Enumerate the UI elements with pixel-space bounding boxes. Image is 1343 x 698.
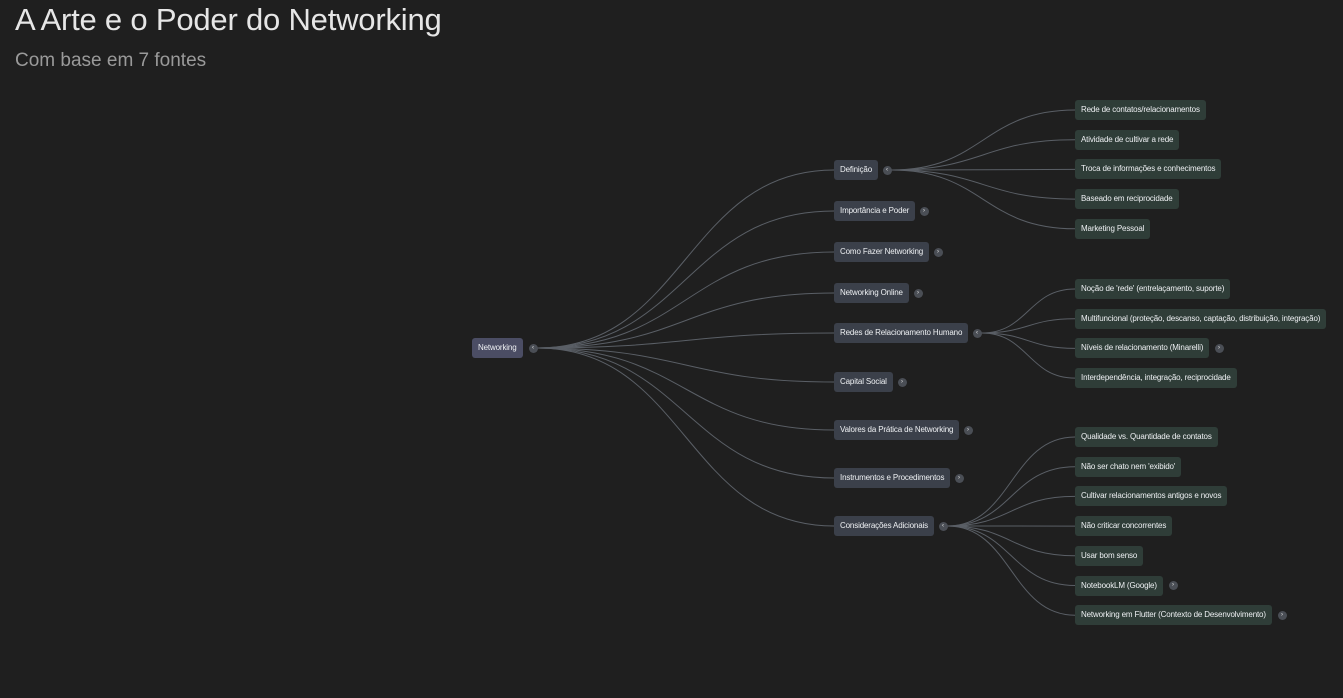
connector-redes-de-relacionamento-humano-to-multifuncional-protecao-descanso-captacao-distribuicao-integracao [981, 318, 1076, 334]
branch-node-importancia-e-poder[interactable]: Importância e Poder [834, 201, 916, 221]
branch-node-instrumentos-e-procedimentos[interactable]: Instrumentos e Procedimentos [834, 468, 951, 488]
branch-node-capital-social[interactable]: Capital Social [834, 372, 893, 392]
leaf-node-notebooklm-google[interactable]: NotebookLM (Google) [1075, 575, 1163, 596]
branch-node-definicao[interactable]: Definição [834, 160, 879, 180]
connector-root-to-networking-online [537, 292, 835, 349]
leaf-node-baseado-em-reciprocidade[interactable]: Baseado em reciprocidade [1075, 189, 1179, 210]
expand-toggle-icon[interactable]: › [933, 247, 943, 257]
connector-consideracoes-adicionais-to-nao-ser-chato-nem-exibido [947, 466, 1076, 527]
connector-redes-de-relacionamento-humano-to-niveis-de-relacionamento-minarelli [981, 332, 1076, 349]
collapse-toggle-icon[interactable]: ‹ [528, 343, 538, 353]
collapse-toggle-icon[interactable]: ‹ [972, 328, 982, 338]
connector-definicao-to-atividade-de-cultivar-a-rede [891, 139, 1076, 171]
connector-root-to-instrumentos-e-procedimentos [537, 347, 835, 479]
expand-toggle-icon[interactable]: › [1277, 610, 1287, 620]
connector-consideracoes-adicionais-to-usar-bom-senso [947, 525, 1076, 557]
leaf-node-cultivar-relacionamentos-antigos-e-novos[interactable]: Cultivar relacionamentos antigos e novos [1075, 486, 1228, 507]
expand-toggle-icon[interactable]: › [954, 473, 964, 483]
connector-definicao-to-rede-de-contatos-relacionamentos [891, 109, 1076, 171]
leaf-node-usar-bom-senso[interactable]: Usar bom senso [1075, 545, 1144, 566]
connector-definicao-to-baseado-em-reciprocidade [891, 169, 1076, 200]
leaf-node-nao-criticar-concorrentes[interactable]: Não criticar concorrentes [1075, 516, 1173, 537]
leaf-node-multifuncional-protecao-descanso-captacao-distribuicao-integracao[interactable]: Multifuncional (proteção, descanso, capt… [1075, 308, 1327, 329]
connector-root-to-valores-da-pratica-de-networking [537, 347, 835, 431]
collapse-toggle-icon[interactable]: ‹ [938, 521, 948, 531]
expand-toggle-icon[interactable]: › [963, 425, 973, 435]
leaf-node-interdependencia-integracao-reciprocidade[interactable]: Interdependência, integração, reciprocid… [1075, 368, 1237, 389]
connector-root-to-redes-de-relacionamento-humano [537, 332, 835, 349]
connector-root-to-como-fazer-networking [537, 251, 835, 349]
connector-consideracoes-adicionais-to-cultivar-relacionamentos-antigos-e-novos [947, 495, 1076, 527]
leaf-node-networking-em-flutter-contexto-de-desenvolvimento[interactable]: Networking em Flutter (Contexto de Desen… [1075, 605, 1272, 626]
connector-root-to-consideracoes-adicionais [537, 347, 835, 527]
connector-root-to-importancia-e-poder [537, 210, 835, 349]
expand-toggle-icon[interactable]: › [1168, 581, 1178, 590]
branch-node-redes-de-relacionamento-humano[interactable]: Redes de Relacionamento Humano [834, 323, 969, 343]
collapse-toggle-icon[interactable]: ‹ [882, 165, 892, 175]
leaf-node-nocao-de-rede-entrelacamento-suporte[interactable]: Noção de 'rede' (entrelaçamento, suporte… [1075, 279, 1231, 299]
leaf-node-nao-ser-chato-nem-exibido[interactable]: Não ser chato nem 'exibido' [1075, 456, 1182, 477]
connector-redes-de-relacionamento-humano-to-nocao-de-rede-entrelacamento-suporte [981, 288, 1076, 334]
expand-toggle-icon[interactable]: › [897, 377, 907, 387]
connector-consideracoes-adicionais-to-notebooklm-google [947, 525, 1076, 586]
root-node-networking[interactable]: Networking [472, 338, 523, 358]
connector-root-to-definicao [537, 169, 835, 349]
leaf-node-qualidade-vs-quantidade-de-contatos[interactable]: Qualidade vs. Quantidade de contatos [1075, 427, 1218, 447]
leaf-node-troca-de-informacoes-e-conhecimentos[interactable]: Troca de informações e conhecimentos [1075, 159, 1222, 180]
connector-consideracoes-adicionais-to-networking-em-flutter-contexto-de-desenvolvimento [947, 525, 1076, 616]
expand-toggle-icon[interactable]: › [919, 206, 929, 216]
connector-redes-de-relacionamento-humano-to-interdependencia-integracao-reciprocidade [981, 332, 1076, 379]
connector-root-to-capital-social [537, 347, 835, 383]
page-title: A Arte e o Poder do Networking [15, 2, 442, 37]
branch-node-networking-online[interactable]: Networking Online [834, 283, 909, 303]
branch-node-como-fazer-networking[interactable]: Como Fazer Networking [834, 242, 930, 262]
leaf-node-niveis-de-relacionamento-minarelli[interactable]: Níveis de relacionamento (Minarelli) [1075, 338, 1210, 359]
leaf-node-atividade-de-cultivar-a-rede[interactable]: Atividade de cultivar a rede [1075, 129, 1180, 150]
branch-node-consideracoes-adicionais[interactable]: Considerações Adicionais [834, 516, 935, 536]
connector-definicao-to-marketing-pessoal [891, 169, 1076, 230]
expand-toggle-icon[interactable]: › [1214, 343, 1224, 353]
leaf-node-marketing-pessoal[interactable]: Marketing Pessoal [1075, 218, 1151, 239]
connector-consideracoes-adicionais-to-qualidade-vs-quantidade-de-contatos [947, 436, 1076, 527]
page-subtitle: Com base em 7 fontes [15, 50, 207, 71]
expand-toggle-icon[interactable]: › [913, 288, 923, 298]
leaf-node-rede-de-contatos-relacionamentos[interactable]: Rede de contatos/relacionamentos [1075, 100, 1206, 120]
connector-definicao-to-troca-de-informacoes-e-conhecimentos [891, 168, 1076, 171]
branch-node-valores-da-pratica-de-networking[interactable]: Valores da Prática de Networking [834, 420, 960, 440]
